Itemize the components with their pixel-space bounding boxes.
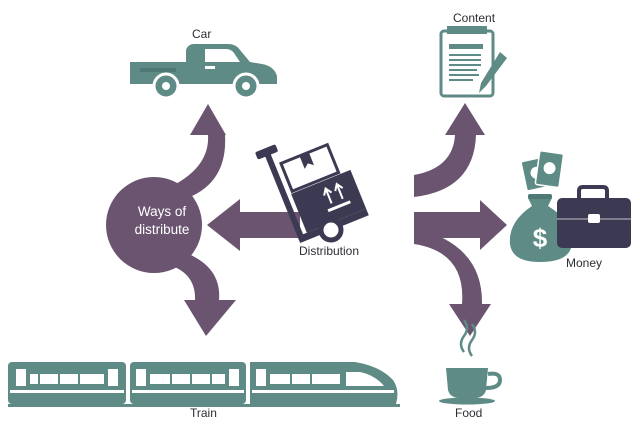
hub-label-line1: Ways of (137, 204, 187, 219)
briefcase-icon (557, 185, 631, 248)
money-label: Money (566, 256, 603, 270)
hub-circle (106, 177, 202, 273)
distribution-label: Distribution (299, 244, 360, 258)
arrow-to-food (414, 228, 491, 336)
hub-label: Ways of distribute (107, 203, 217, 239)
car-label: Car (192, 27, 212, 41)
arrow-to-car (168, 104, 226, 200)
hand-truck-icon (255, 142, 369, 244)
train-icon (8, 362, 400, 407)
svg-text:$: $ (533, 223, 548, 253)
arrow-to-train (166, 250, 236, 336)
hub-label-line2: distribute (134, 222, 190, 237)
food-label: Food (455, 406, 483, 420)
document-icon (439, 26, 507, 98)
arrow-to-content (414, 103, 485, 197)
content-label: Content (453, 11, 496, 25)
train-label: Train (190, 406, 217, 420)
coffee-cup-icon (439, 319, 503, 405)
arrow-to-hub (207, 199, 300, 251)
money-bag-icon: $ (509, 150, 573, 262)
car-icon (130, 44, 277, 100)
